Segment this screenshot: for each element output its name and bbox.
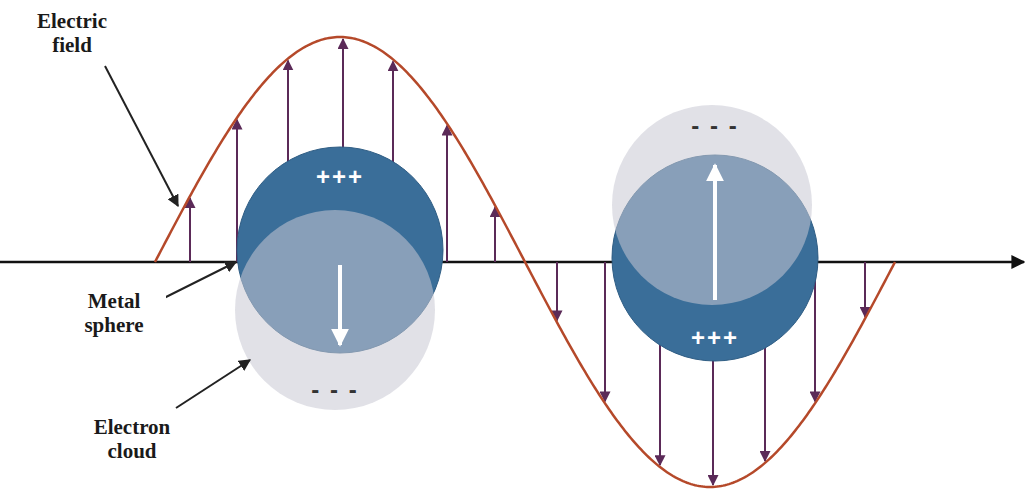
electric-field-wave <box>155 37 895 487</box>
charge-sign: - - - <box>311 376 358 404</box>
field-vector <box>556 262 558 320</box>
field-vector <box>494 207 496 262</box>
field-vector <box>446 126 448 262</box>
charge-sign: +++ <box>316 163 364 191</box>
field-vector <box>604 262 606 401</box>
leader-line <box>160 262 236 300</box>
displacement-arrow <box>713 165 717 300</box>
callout-label: Electric field <box>25 8 119 58</box>
displacement-arrow <box>338 265 342 345</box>
charge-sign: +++ <box>691 324 739 352</box>
propagation-axis <box>0 261 1024 264</box>
leader-line <box>176 360 250 408</box>
electron-cloud <box>612 105 812 305</box>
field-vector <box>189 198 191 262</box>
callout-label: Electron cloud <box>80 414 184 464</box>
leader-line <box>105 66 178 206</box>
field-vector <box>864 262 866 317</box>
electron-cloud <box>235 210 435 410</box>
charge-sign: - - - <box>691 112 738 140</box>
callout-label: Metal sphere <box>62 288 166 338</box>
